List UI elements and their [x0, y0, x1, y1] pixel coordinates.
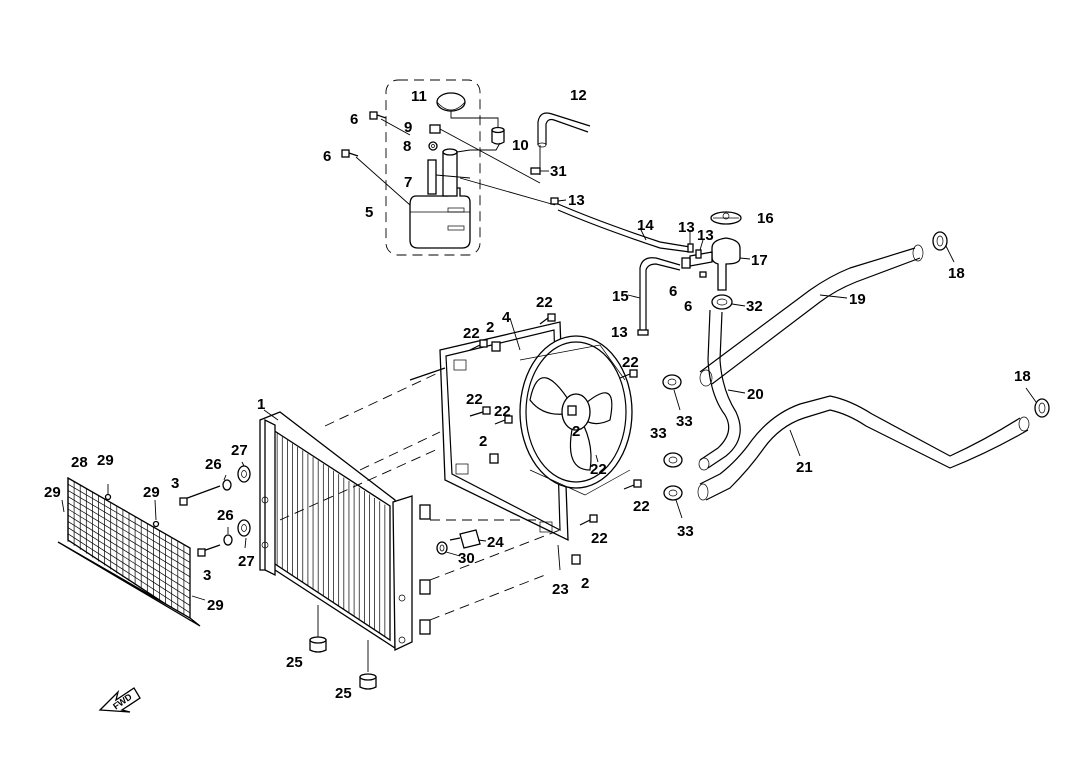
callout-13: 13: [678, 219, 695, 236]
callout-3: 3: [203, 567, 211, 584]
hose-19: [699, 244, 924, 387]
callout-2: 2: [479, 433, 487, 450]
callout-labels: 1 2 2 2 2 3 3 4 5 6 6 6 6 7 8 9 10 11 12…: [44, 87, 1031, 702]
screen-mesh-line: [67, 527, 191, 606]
callout-11: 11: [411, 88, 427, 105]
forward-arrow-icon: FWD: [98, 687, 141, 713]
callout-29: 29: [44, 484, 61, 501]
callout-22: 22: [633, 498, 650, 515]
callout-3: 3: [171, 475, 179, 492]
expansion-tank-group: [341, 79, 556, 256]
hose-20: [698, 309, 746, 471]
callout-28: 28: [71, 454, 88, 471]
callout-23: 23: [552, 581, 569, 598]
screen-mesh-line: [67, 502, 191, 578]
callout-7: 7: [404, 174, 412, 191]
callout-27: 27: [238, 553, 255, 570]
callout-14: 14: [637, 217, 654, 234]
callout-22: 22: [622, 354, 639, 371]
screen-mesh-line: [67, 508, 191, 585]
callout-12: 12: [570, 87, 587, 104]
clip-31: [530, 167, 549, 175]
screen-mesh-line: [67, 477, 191, 549]
hose-15: [627, 257, 681, 336]
screen-mesh-line: [67, 521, 191, 599]
callout-33: 33: [676, 413, 693, 430]
clamp-18-upper: [932, 231, 955, 263]
clip-13-upper: [550, 197, 567, 205]
callout-19: 19: [849, 291, 866, 308]
callout-2: 2: [581, 575, 589, 592]
callout-22: 22: [463, 325, 480, 342]
callout-33: 33: [677, 523, 694, 540]
callout-5: 5: [365, 204, 373, 221]
callout-6: 6: [684, 298, 692, 315]
callout-15: 15: [612, 288, 629, 305]
callout-27: 27: [231, 442, 248, 459]
screen-mesh-line: [67, 533, 191, 614]
callout-17: 17: [751, 252, 768, 269]
callout-2: 2: [486, 319, 494, 336]
callout-22: 22: [536, 294, 553, 311]
mount-hardware: [179, 461, 251, 557]
hose-14: [557, 203, 691, 253]
radiator-1: [259, 367, 561, 672]
callout-24: 24: [487, 534, 504, 551]
callout-18: 18: [1014, 368, 1031, 385]
callout-16: 16: [757, 210, 774, 227]
callout-30: 30: [458, 550, 475, 567]
callout-13: 13: [568, 192, 585, 209]
callout-20: 20: [747, 386, 764, 403]
screen-mesh-line: [67, 483, 191, 556]
hose-21: [697, 395, 1030, 501]
filler-neck-17: [681, 211, 751, 291]
callout-8: 8: [403, 138, 411, 155]
callout-13: 13: [611, 324, 628, 341]
o-ring-30: [436, 541, 461, 557]
callout-6: 6: [350, 111, 358, 128]
clamps-33: [662, 374, 683, 519]
temp-sensor-24: [449, 529, 487, 549]
clamp-18-lower: [1025, 387, 1050, 418]
callout-33: 33: [650, 425, 667, 442]
callout-6: 6: [669, 283, 677, 300]
callout-31: 31: [550, 163, 567, 180]
callout-22: 22: [466, 391, 483, 408]
callout-13: 13: [697, 227, 714, 244]
callout-6: 6: [323, 148, 331, 165]
screen-mesh-line: [67, 490, 191, 563]
callout-29: 29: [97, 452, 114, 469]
fasteners-22-2: [469, 313, 642, 565]
screen-28: [57, 476, 206, 627]
callout-26: 26: [217, 507, 234, 524]
callout-4: 4: [502, 309, 511, 326]
callout-22: 22: [591, 530, 608, 547]
callout-2: 2: [572, 423, 580, 440]
callout-22: 22: [494, 403, 511, 420]
screen-mesh-line: [67, 514, 191, 592]
rubber-mounts-25: [309, 636, 377, 690]
callout-26: 26: [205, 456, 222, 473]
clip-32: [711, 294, 746, 310]
screen-mesh-line: [67, 496, 191, 570]
callout-9: 9: [404, 119, 412, 136]
callout-10: 10: [512, 137, 529, 154]
callout-1: 1: [257, 396, 265, 413]
callout-25: 25: [286, 654, 303, 671]
callout-18: 18: [948, 265, 965, 282]
callout-25: 25: [335, 685, 352, 702]
callout-29: 29: [143, 484, 160, 501]
callout-29: 29: [207, 597, 224, 614]
callout-22: 22: [590, 461, 607, 478]
callout-32: 32: [746, 298, 763, 315]
callout-21: 21: [796, 459, 813, 476]
